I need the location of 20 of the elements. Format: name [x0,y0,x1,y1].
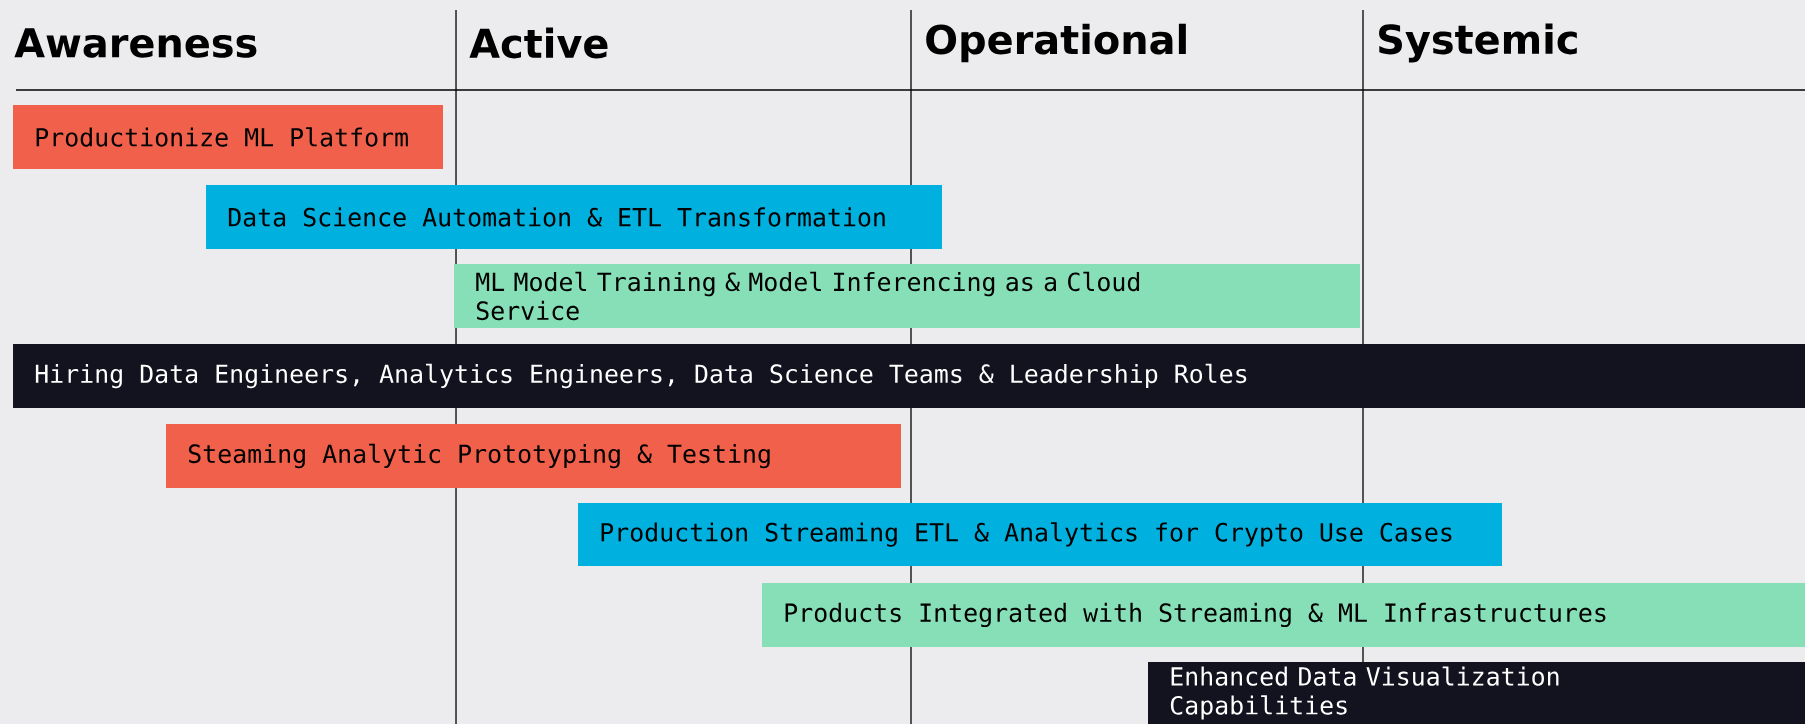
node-text: Hiring Data Engineers, Analytics Engineers, Data Science Teams & Leadership Roles [35,363,1247,389]
timeline-bar: Hiring Data Engineers, Analytics Engineers, Data Science Teams & Leadership Roles [13,344,1805,408]
column-heading: Active [469,27,608,59]
node-text: Enhanced Data Visualization Capabilities [1170,666,1559,720]
node-text: ML Model Training & Model Inferencing as a Cloud Service [476,271,1140,321]
timeline-bar: Products Integrated with Streaming & ML Infrastructures [762,583,1805,647]
timeline-bar: Enhanced Data Visualization Capabilities [1148,662,1805,724]
column-heading: Awareness [14,28,257,58]
timeline-bar: ML Model Training & Model Inferencing as a Cloud Service [454,264,1360,328]
column-heading: Operational [926,23,1186,63]
timeline-bar: Productionize ML Platform [13,105,443,169]
column-heading: Systemic [1379,23,1577,63]
node-text: Products Integrated with Streaming & ML Infrastructures [785,602,1606,628]
node-text: Steaming Analytic Prototyping & Testing [188,443,770,469]
node-text: Productionize ML Platform [36,127,408,147]
node-text: Data Science Automation & ETL Transformation [228,207,885,227]
timeline-bar: Production Streaming ETL & Analytics for Crypto Use Cases [578,503,1502,566]
node-text: Production Streaming ETL & Analytics for Crypto Use Cases [601,522,1452,547]
timeline-bar: Steaming Analytic Prototyping & Testing [166,424,901,488]
timeline-bar: Data Science Automation & ETL Transformation [206,185,942,249]
